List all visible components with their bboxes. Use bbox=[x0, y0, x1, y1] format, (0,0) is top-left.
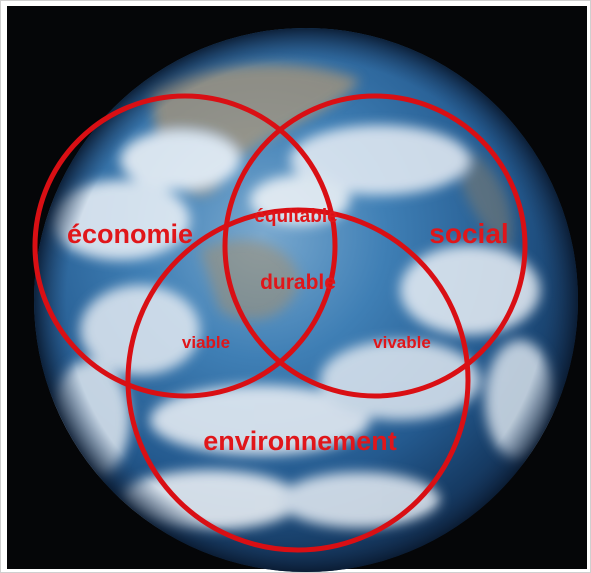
environnement-circle bbox=[125, 207, 471, 553]
social-circle bbox=[222, 93, 528, 399]
durable-label: durable bbox=[260, 271, 336, 294]
earth-globe bbox=[34, 28, 578, 572]
environnement-label: environnement bbox=[203, 426, 397, 456]
vivable-label: vivable bbox=[373, 333, 431, 352]
viable-label: viable bbox=[182, 333, 230, 352]
economie-label: économie bbox=[67, 219, 193, 249]
equitable-label: équitable bbox=[254, 206, 337, 227]
economie-circle bbox=[32, 93, 338, 399]
social-label: social bbox=[429, 218, 508, 249]
